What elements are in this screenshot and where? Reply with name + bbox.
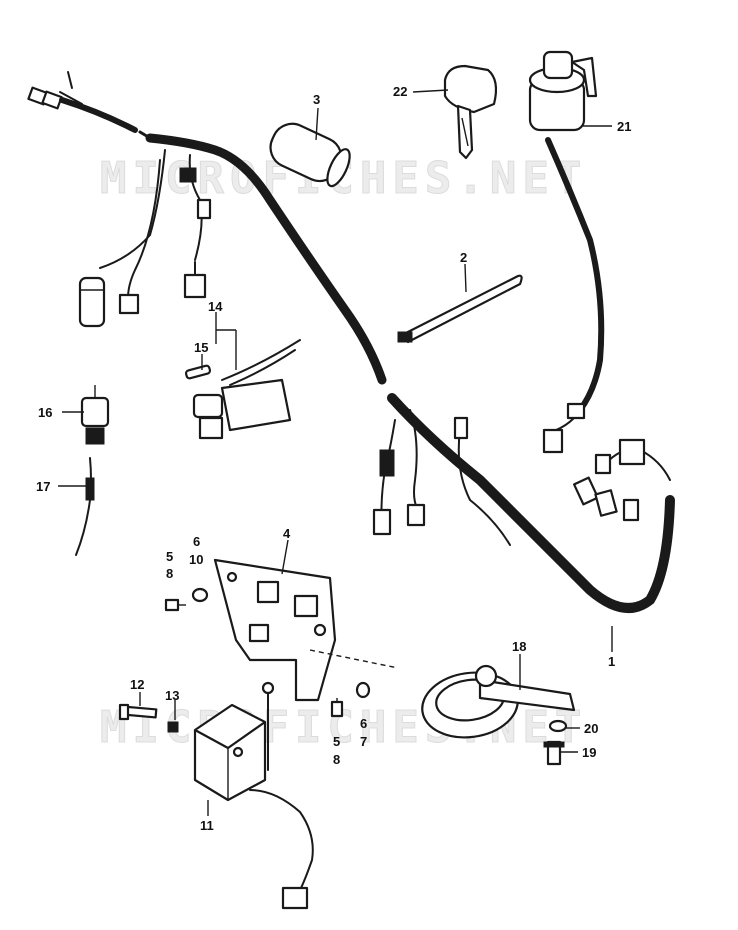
callout-8-left: 8 — [166, 566, 173, 581]
callout-15: 15 — [194, 340, 208, 355]
part-22-key — [443, 64, 498, 160]
callout-5-left: 5 — [166, 549, 173, 564]
bolt-5-8-left — [164, 598, 186, 612]
callout-2: 2 — [460, 250, 467, 265]
leader-lines — [58, 89, 613, 816]
callout-10: 10 — [189, 552, 203, 567]
part-11-regulator — [193, 681, 314, 910]
part-4-bracket — [213, 558, 399, 702]
callout-3: 3 — [313, 92, 320, 107]
part-16-switch — [80, 385, 110, 445]
part-19-bolt — [543, 740, 565, 766]
callout-16: 16 — [38, 405, 52, 420]
callout-6-right: 6 — [360, 716, 367, 731]
callout-13: 13 — [165, 688, 179, 703]
callout-1: 1 — [608, 654, 615, 669]
callout-5-right: 5 — [333, 734, 340, 749]
washer-6-10 — [191, 587, 209, 603]
callout-6-left: 6 — [193, 534, 200, 549]
callout-21: 21 — [617, 119, 631, 134]
callout-7: 7 — [360, 734, 367, 749]
callout-12: 12 — [130, 677, 144, 692]
callout-4: 4 — [283, 526, 291, 541]
part-1-wiring-harness — [27, 71, 675, 613]
callout-20: 20 — [584, 721, 598, 736]
callout-8-right: 8 — [333, 752, 340, 767]
part-20-washer — [548, 719, 568, 733]
callout-22: 22 — [393, 84, 407, 99]
part-15-fuse — [184, 364, 212, 380]
part-3-condenser — [269, 122, 351, 188]
callout-19: 19 — [582, 745, 596, 760]
part-18-horn — [421, 664, 576, 739]
part-12-bolt — [118, 703, 158, 721]
part-14-relay-assembly — [192, 339, 301, 440]
callout-14: 14 — [208, 299, 223, 314]
callout-17: 17 — [36, 479, 50, 494]
bolt-5-8-right — [330, 698, 344, 718]
washer-6-7 — [355, 681, 371, 699]
callout-labels: 3 22 21 2 14 15 16 17 4 5 8 6 10 1 18 12… — [36, 84, 631, 833]
part-21-ignition-switch — [528, 50, 605, 454]
callout-18: 18 — [512, 639, 526, 654]
part-17-cable — [75, 457, 95, 556]
callout-11: 11 — [200, 818, 214, 833]
part-2-cable-strap — [397, 274, 523, 344]
part-13-nut — [167, 721, 179, 733]
